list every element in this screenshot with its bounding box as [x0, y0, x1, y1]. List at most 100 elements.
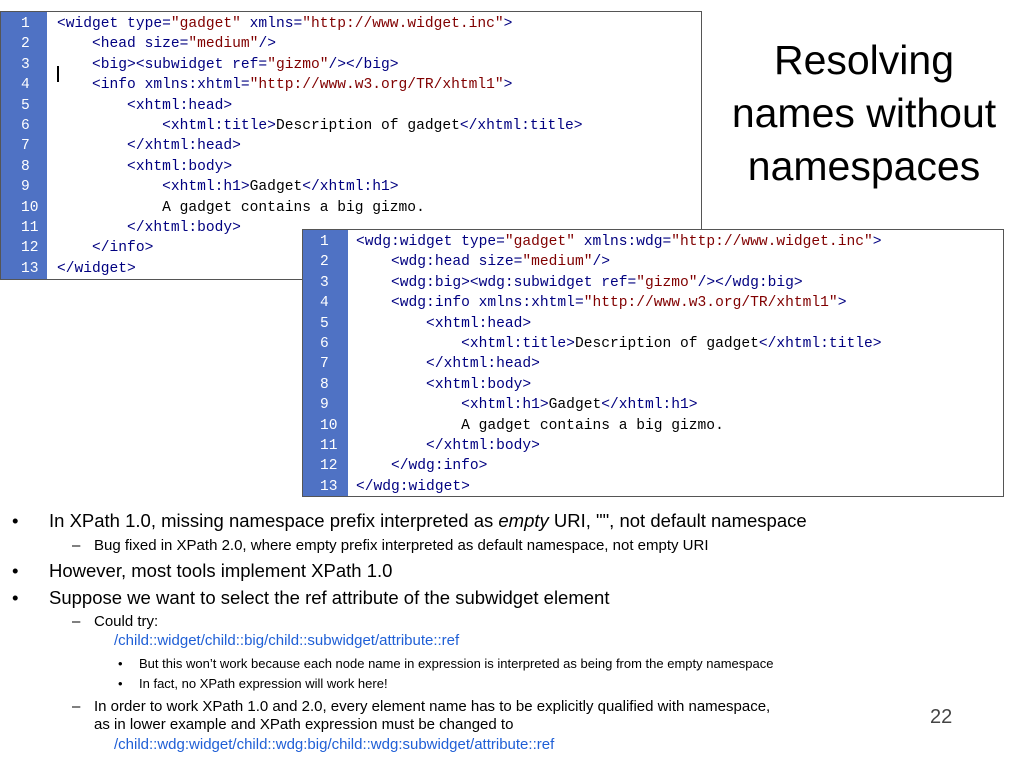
bullet-select-ref: Suppose we want to select the ref attrib…: [49, 587, 610, 608]
line-number: 11: [320, 438, 338, 454]
code-line: 4 <info xmlns:xhtml="http://www.w3.org/T…: [1, 75, 701, 95]
markup-token: </xhtml:head>: [57, 138, 241, 155]
markup-token: >: [837, 295, 847, 312]
page-number: 22: [930, 706, 953, 728]
text-content: Gadget: [548, 397, 602, 414]
code-text: <xhtml:h1>Gadget</xhtml:h1>: [57, 177, 398, 197]
line-number: 1: [320, 234, 329, 250]
code-text: <xhtml:body>: [356, 375, 531, 395]
code-line: 5 <xhtml:head>: [1, 96, 701, 116]
code-text: </xhtml:body>: [57, 218, 241, 238]
code-line: 13</widget>: [1, 259, 701, 279]
code-listing-prefixed-namespace: 1 <wdg:widget type="gadget" xmlns:wdg="ht…: [302, 229, 1004, 497]
code-text: <xhtml:h1>Gadget</xhtml:h1>: [356, 395, 698, 415]
note-no-expression-works: In fact, no XPath expression will work h…: [139, 676, 388, 691]
code-text: <xhtml:head>: [57, 96, 232, 116]
code-text: <wdg:head size="medium"/>: [356, 252, 610, 272]
title-line-2: names without: [731, 90, 997, 136]
title-line-1: Resolving: [773, 37, 955, 83]
markup-token: xmlns=: [240, 16, 303, 32]
attribute-value: "gizmo": [636, 274, 698, 291]
code-text: <xhtml:head>: [356, 314, 531, 334]
markup-token: <info xmlns:xhtml=: [57, 77, 250, 94]
note-empty-namespace: But this won’t work because each node na…: [139, 656, 774, 671]
slide-title: Resolving names without namespaces: [705, 34, 1023, 193]
attribute-value: "gadget": [170, 16, 241, 32]
sub-bullet-could-try: Could try:: [94, 613, 159, 630]
markup-token: <big><subwidget ref=: [57, 56, 268, 73]
markup-token: <xhtml:title>: [356, 336, 575, 352]
code-line: 9 <xhtml:h1>Gadget</xhtml:h1>: [303, 395, 1003, 415]
markup-token: </xhtml:head>: [356, 356, 540, 373]
markup-token: >: [503, 77, 513, 94]
bullet-marker: •: [12, 560, 19, 581]
line-number: 4: [21, 77, 30, 94]
code-line: 1 <wdg:widget type="gadget" xmlns:wdg="ht…: [303, 232, 1003, 252]
markup-token: <xhtml:title>: [57, 118, 276, 134]
code-line: 4 <wdg:info xmlns:xhtml="http://www.w3.o…: [303, 293, 1003, 313]
code-line: 2 <head size="medium"/>: [1, 34, 701, 54]
line-number: 6: [320, 336, 329, 352]
markup-token: <wdg:big><wdg:subwidget ref=: [356, 274, 637, 291]
markup-token: <xhtml:body>: [356, 376, 532, 393]
markup-token: <xhtml:body>: [57, 158, 233, 175]
markup-token: <xhtml:h1>: [356, 397, 549, 414]
text-content: A gadget contains a big gizmo.: [356, 417, 724, 434]
code-line: 10 A gadget contains a big gizmo.: [303, 416, 1003, 436]
markup-token: /></wdg:big>: [697, 274, 803, 291]
attribute-value: "http://www.widget.inc": [671, 234, 873, 250]
code-text: </wdg:widget>: [356, 477, 470, 496]
code-text: <big><subwidget ref="gizmo"/></big>: [57, 55, 399, 75]
markup-token: </wdg:info>: [356, 458, 488, 475]
markup-token: >: [503, 16, 513, 32]
line-number: 6: [21, 118, 30, 134]
sub-bullet-qualify-line-1: In order to work XPath 1.0 and 2.0, ever…: [94, 698, 771, 715]
line-number: 10: [21, 199, 39, 216]
code-line: 3 <big><subwidget ref="gizmo"/></big>: [1, 55, 701, 75]
code-text: <widget type="gadget" xmlns="http://www.…: [57, 14, 512, 34]
markup-token: </xhtml:h1>: [601, 397, 698, 414]
code-line: 7 </xhtml:head>: [303, 354, 1003, 374]
text-content: A gadget contains a big gizmo.: [57, 199, 425, 216]
markup-token: <wdg:info xmlns:xhtml=: [356, 295, 584, 312]
markup-token: </widget>: [57, 260, 136, 277]
line-number: 4: [320, 295, 329, 312]
code-line: 2 <wdg:head size="medium"/>: [303, 252, 1003, 272]
code-text: <wdg:widget type="gadget" xmlns:wdg="htt…: [356, 232, 882, 252]
code-text: <wdg:info xmlns:xhtml="http://www.w3.org…: [356, 293, 846, 313]
markup-token: <widget type=: [57, 16, 171, 32]
markup-token: <head size=: [57, 36, 189, 53]
code-text: A gadget contains a big gizmo.: [356, 416, 724, 436]
sub-bullet-marker: –: [72, 613, 81, 630]
code-text: <xhtml:title>Description of gadget</xhtm…: [57, 116, 582, 136]
code-line: 8 <xhtml:body>: [1, 157, 701, 177]
code-text: </info>: [57, 238, 153, 258]
text-content: Description of gadget: [275, 118, 460, 134]
markup-token: </xhtml:title>: [758, 336, 882, 352]
xpath-expression-qualified: /child::wdg:widget/child::wdg:big/child:…: [114, 736, 555, 753]
attribute-value: "http://www.w3.org/TR/xhtml1": [583, 295, 838, 312]
text-content: Description of gadget: [574, 336, 759, 352]
markup-token: </info>: [57, 240, 154, 257]
line-number: 8: [320, 376, 329, 393]
sub-bullet-marker: –: [72, 698, 81, 715]
code-text: </xhtml:body>: [356, 436, 540, 456]
sub-bullet-marker: –: [72, 537, 81, 554]
code-line: 7 </xhtml:head>: [1, 136, 701, 156]
attribute-value: "http://www.widget.inc": [302, 16, 504, 32]
code-text: <xhtml:title>Description of gadget</xhtm…: [356, 334, 881, 354]
line-number-gutter: [303, 230, 348, 496]
code-line: 11 </xhtml:body>: [1, 218, 701, 238]
line-number: 5: [320, 315, 329, 332]
code-line: 12 </info>: [1, 238, 701, 258]
line-number: 3: [320, 274, 329, 291]
sub-sub-bullet-marker: •: [118, 676, 123, 691]
bullet-marker: •: [12, 587, 19, 608]
line-number: 2: [320, 254, 329, 271]
line-number-gutter: [1, 12, 47, 279]
attribute-value: "gadget": [504, 234, 575, 250]
markup-token: </xhtml:body>: [356, 438, 540, 454]
markup-token: /></big>: [328, 56, 399, 73]
attribute-value: "gizmo": [267, 56, 329, 73]
attribute-value: "medium": [522, 254, 593, 271]
